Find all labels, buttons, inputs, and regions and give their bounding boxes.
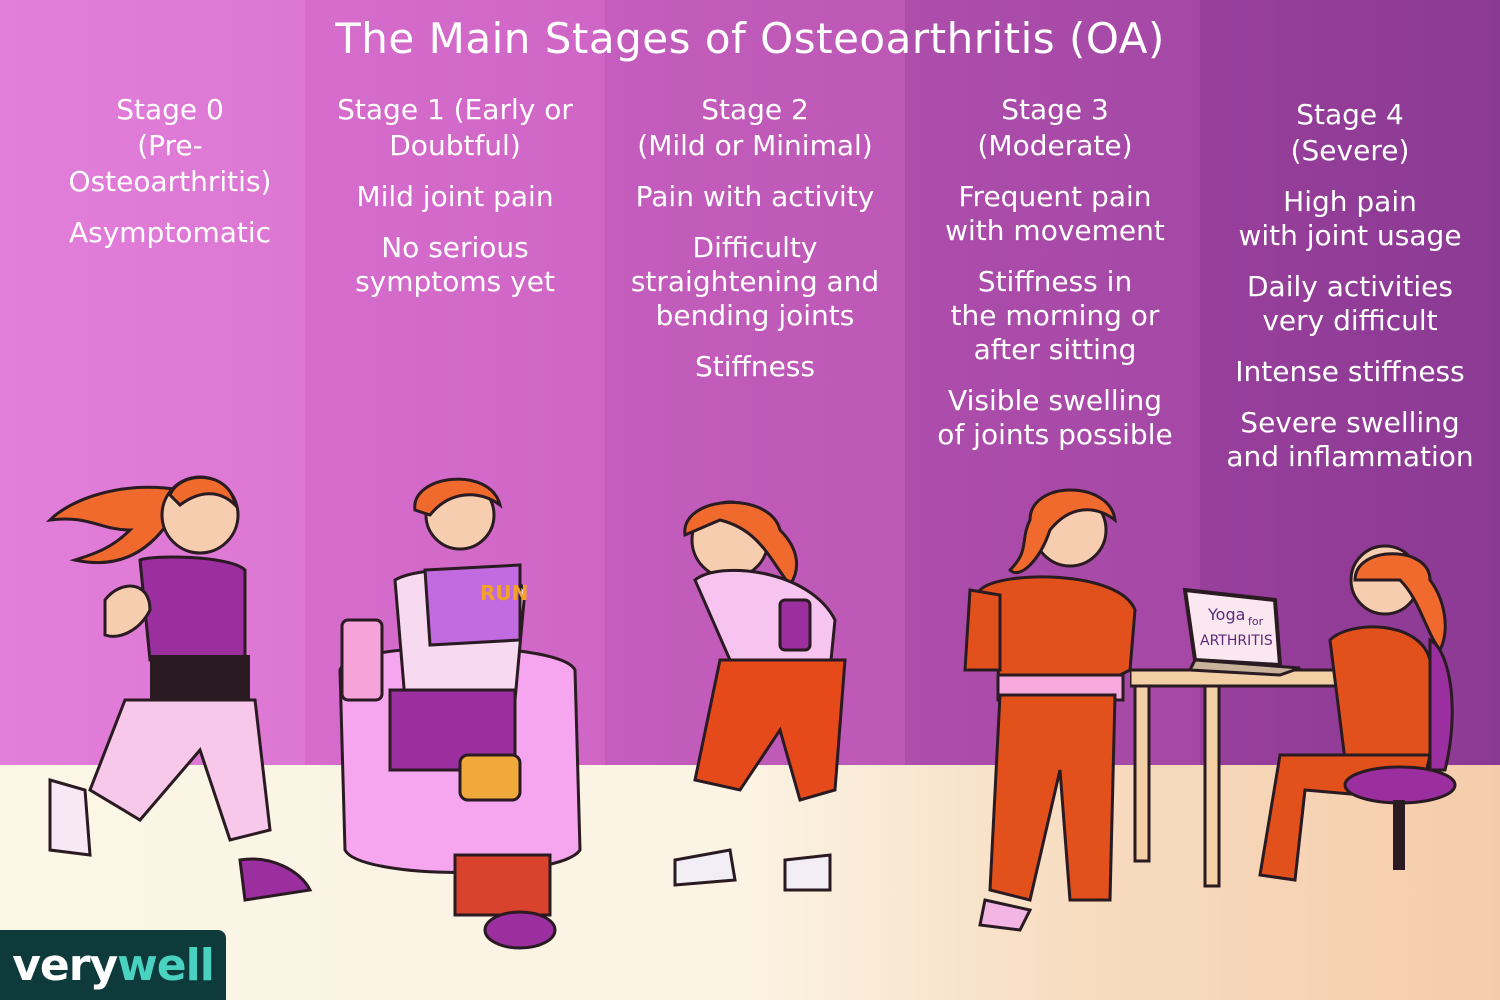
symptom: No serious symptoms yet: [355, 231, 555, 298]
stage-name-line: (Moderate): [977, 129, 1133, 162]
laptop-text-line3: ARTHRITIS: [1200, 633, 1273, 649]
stage-name: Stage 1 (Early or Doubtful): [305, 92, 605, 164]
symptom: Mild joint pain: [356, 180, 554, 213]
stage-name: Stage 4 (Severe): [1200, 97, 1500, 169]
desk-woman-illustration: Yoga for ARTHRITIS: [1130, 544, 1457, 888]
symptom: Visible swelling of joints possible: [937, 384, 1173, 451]
symptom: Intense stiffness: [1235, 355, 1465, 388]
stage-name-line: (Pre-: [137, 129, 203, 162]
stage-4-column: Stage 4 (Severe) High pain with joint us…: [1200, 97, 1500, 491]
symptom: Pain with activity: [635, 180, 875, 213]
page-title: The Main Stages of Osteoarthritis (OA): [335, 14, 1165, 63]
reading-woman-illustration: RUN: [338, 477, 582, 950]
stage-name-line: Stage 1 (Early or: [337, 93, 573, 126]
logo-part-well: well: [117, 939, 215, 991]
stage-name: Stage 3 (Moderate): [905, 92, 1205, 164]
stage-name-line: Stage 0: [116, 93, 224, 126]
symptom: Severe swelling and inflammation: [1226, 406, 1474, 473]
stage-name-line: Doubtful): [389, 129, 521, 162]
logo-part-very: very: [12, 939, 118, 991]
stage-name: Stage 2 (Mild or Minimal): [605, 92, 905, 164]
stage-name-line: Stage 2: [701, 93, 809, 126]
stage-name: Stage 0 (Pre- Osteoarthritis): [20, 92, 320, 200]
stage-name-line: Stage 4: [1296, 98, 1404, 131]
stage-name-line: Osteoarthritis): [68, 165, 272, 198]
stage-3-column: Stage 3 (Moderate) Frequent pain with mo…: [905, 92, 1205, 469]
symptom: Stiffness: [695, 350, 815, 383]
walking-woman-illustration: [963, 488, 1137, 932]
symptom: Difficulty straightening and bending joi…: [630, 231, 880, 332]
symptom: High pain with joint usage: [1238, 185, 1462, 252]
stage-name-line: (Severe): [1290, 134, 1410, 167]
stage-name-line: Stage 3: [1001, 93, 1109, 126]
stage-2-column: Stage 2 (Mild or Minimal) Pain with acti…: [605, 92, 905, 401]
magazine-title: RUN: [480, 581, 528, 605]
laptop-text-line1: Yoga: [1207, 605, 1245, 624]
laptop-text-line2: for: [1248, 615, 1264, 628]
jogging-woman-illustration: [45, 475, 313, 902]
stage-name-line: (Mild or Minimal): [637, 129, 873, 162]
symptom: Frequent pain with movement: [945, 180, 1165, 247]
bending-woman-illustration: [673, 500, 847, 892]
symptom: Daily activities very difficult: [1247, 270, 1453, 337]
symptom: Asymptomatic: [68, 216, 272, 249]
stage-1-column: Stage 1 (Early or Doubtful) Mild joint p…: [305, 92, 605, 316]
stage-0-column: Stage 0 (Pre- Osteoarthritis) Asymptomat…: [20, 92, 320, 267]
symptom: Stiffness in the morning or after sittin…: [950, 265, 1160, 366]
